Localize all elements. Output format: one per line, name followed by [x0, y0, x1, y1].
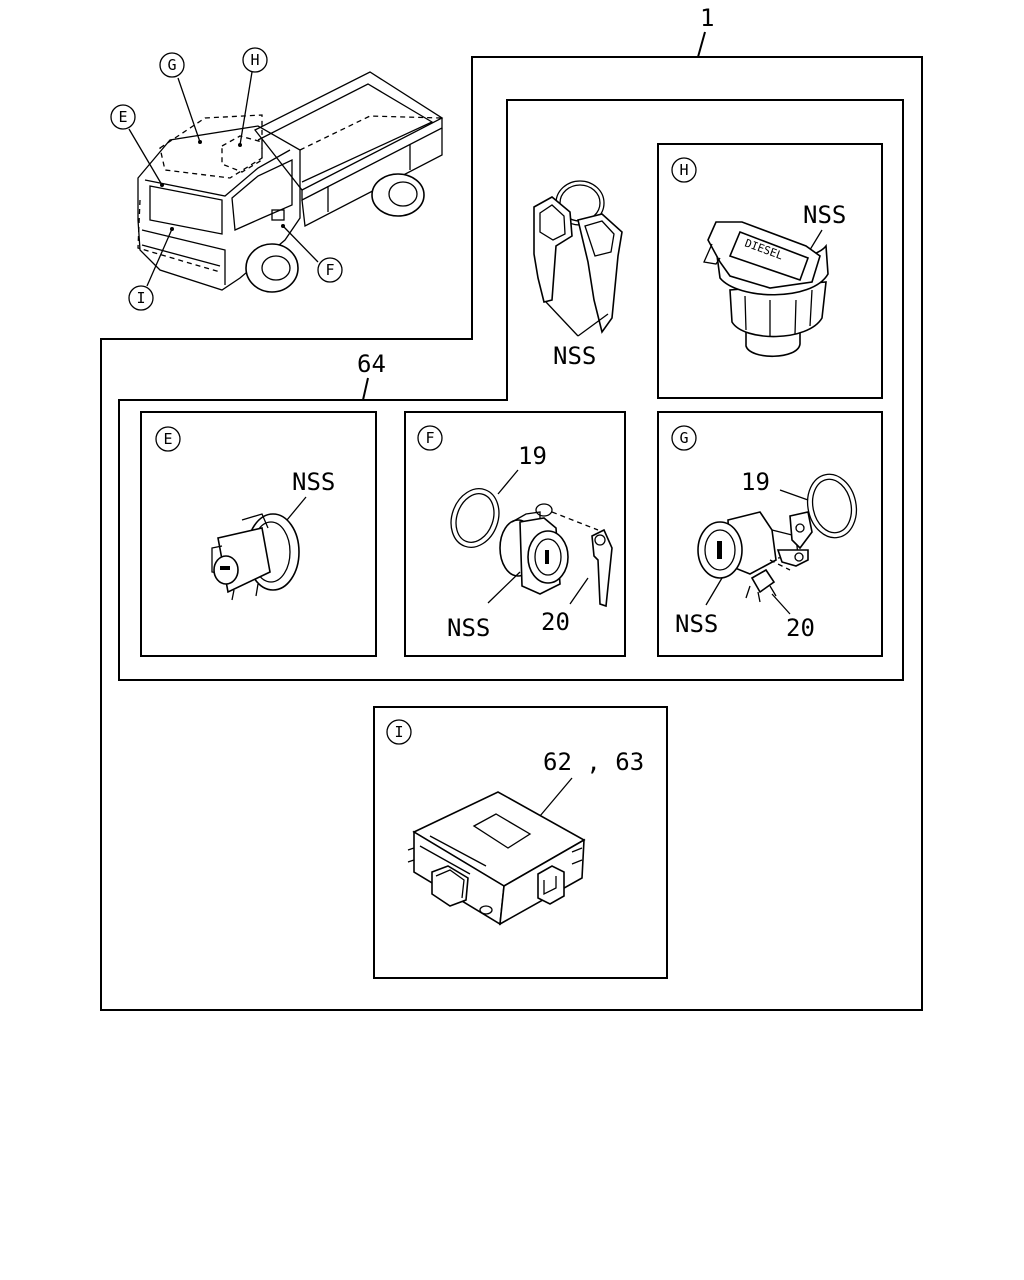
lock-set-outline — [118, 99, 904, 681]
callout-control-unit: 62 , 63 — [543, 748, 644, 776]
truck-illustration — [128, 71, 444, 293]
svg-text:H: H — [679, 161, 688, 179]
detail-panel-h — [657, 143, 883, 399]
panel-g-marker: G — [671, 425, 697, 451]
truck-marker-i: I — [128, 285, 154, 311]
detail-panel-f — [404, 411, 626, 657]
svg-text:G: G — [167, 56, 176, 74]
callout-assembly: 1 — [700, 4, 714, 32]
svg-text:G: G — [679, 429, 688, 447]
rear-ring-illustration — [806, 473, 858, 539]
key-set-illustration — [533, 180, 623, 334]
panel-i-marker: I — [386, 719, 412, 745]
svg-text:I: I — [136, 289, 145, 307]
truck-marker-h: H — [242, 47, 268, 73]
callout-rear-cylinder: NSS — [675, 610, 718, 638]
rear-clip-illustration — [745, 568, 777, 603]
callout-rear-ring: 19 — [741, 468, 770, 496]
callout-keys: NSS — [553, 342, 596, 370]
control-unit-illustration — [407, 791, 586, 926]
detail-panel-e — [140, 411, 377, 657]
truck-marker-f: F — [317, 257, 343, 283]
callout-fuel-cap: NSS — [803, 201, 846, 229]
panel-h-marker: H — [671, 157, 697, 183]
svg-text:I: I — [394, 723, 403, 741]
assembly-outline — [100, 56, 923, 1011]
callout-rear-clip: 20 — [786, 614, 815, 642]
rear-cylinder-illustration — [697, 511, 813, 579]
callout-door-ring: 19 — [518, 442, 547, 470]
callout-door-clip: 20 — [541, 608, 570, 636]
fuel-cap-illustration: DIESEL — [703, 221, 829, 357]
callout-ignition: NSS — [292, 468, 335, 496]
svg-text:F: F — [425, 429, 434, 447]
door-clip-illustration — [591, 528, 613, 608]
ignition-lock-illustration — [211, 513, 300, 601]
door-ring-illustration — [450, 488, 500, 548]
callout-lock-set: 64 — [357, 350, 386, 378]
truck-marker-g: G — [159, 52, 185, 78]
svg-text:F: F — [325, 261, 334, 279]
detail-panel-g — [657, 411, 883, 657]
svg-text:H: H — [250, 51, 259, 69]
truck-marker-e: E — [110, 104, 136, 130]
svg-text:E: E — [118, 108, 127, 126]
callout-door-cylinder: NSS — [447, 614, 490, 642]
detail-panel-i — [373, 706, 668, 979]
door-cylinder-illustration — [499, 503, 599, 595]
panel-f-marker: F — [417, 425, 443, 451]
svg-text:E: E — [163, 430, 172, 448]
panel-e-marker: E — [155, 426, 181, 452]
